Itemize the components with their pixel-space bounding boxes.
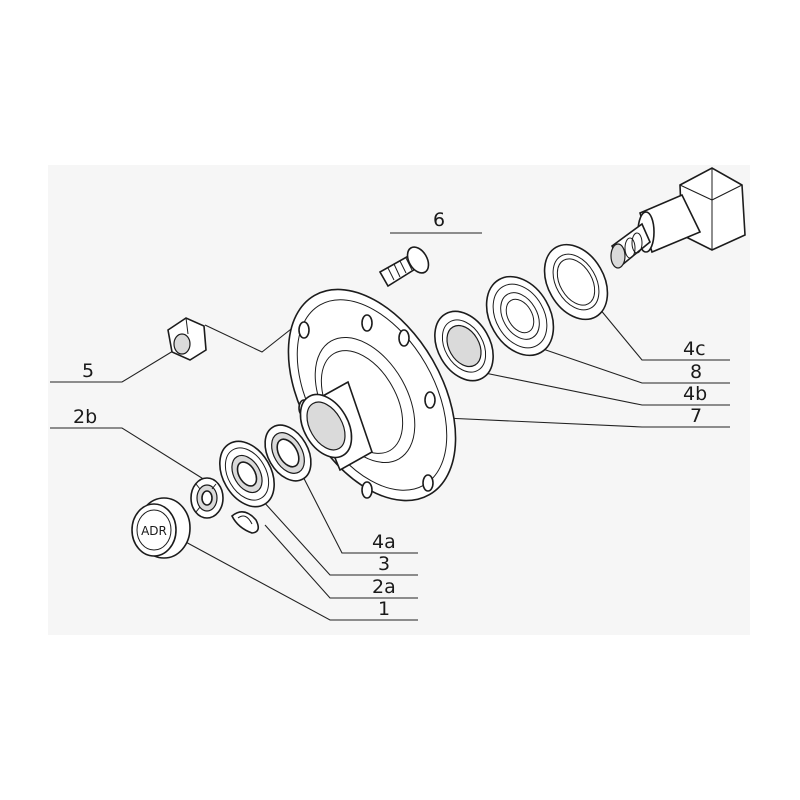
bolt-hole — [361, 481, 373, 499]
bolt-hole — [361, 314, 373, 332]
leader-2a — [264, 524, 418, 599]
wheel-stud-6 — [378, 246, 430, 288]
split-pin-2a — [231, 511, 260, 534]
label-4b: 4b — [683, 383, 707, 405]
bolt-hole — [422, 474, 434, 492]
leader-nut-hub — [204, 321, 301, 353]
leader-1 — [181, 539, 418, 621]
leader-4a — [291, 454, 418, 554]
leader-3 — [252, 489, 418, 576]
leader-8 — [539, 347, 730, 384]
spindle — [610, 167, 746, 269]
label-3: 3 — [378, 553, 390, 575]
leader-5 — [50, 347, 179, 383]
part-labels: 6 5 2b 4c 8 4b 7 4a 3 2a 1 — [73, 209, 707, 620]
bearing-3 — [219, 440, 275, 508]
seal-4b — [434, 310, 494, 382]
label-1: 1 — [378, 598, 390, 620]
bolt-hole — [298, 321, 310, 339]
label-2b: 2b — [73, 406, 97, 428]
bearing-8 — [485, 275, 555, 357]
bolt-hole — [424, 391, 436, 409]
leader-4b — [479, 371, 730, 406]
leader-2b — [50, 427, 206, 481]
leader-lines — [50, 232, 730, 621]
dust-cap-text: ADR — [141, 524, 167, 538]
label-8: 8 — [690, 361, 702, 383]
hub-7 — [287, 288, 457, 502]
label-6: 6 — [433, 209, 445, 231]
label-5: 5 — [82, 360, 94, 382]
label-4a: 4a — [372, 531, 396, 553]
label-4c: 4c — [683, 338, 706, 360]
dust-cap-1: ADR — [131, 497, 191, 559]
label-2a: 2a — [372, 576, 396, 598]
seal-4a — [264, 424, 312, 482]
label-7: 7 — [690, 405, 702, 427]
bolt-hole — [398, 329, 410, 347]
seal-4c — [543, 243, 609, 321]
leader-7 — [444, 417, 730, 428]
castle-nut-2b — [190, 477, 224, 519]
wheel-nut-5 — [167, 317, 207, 361]
